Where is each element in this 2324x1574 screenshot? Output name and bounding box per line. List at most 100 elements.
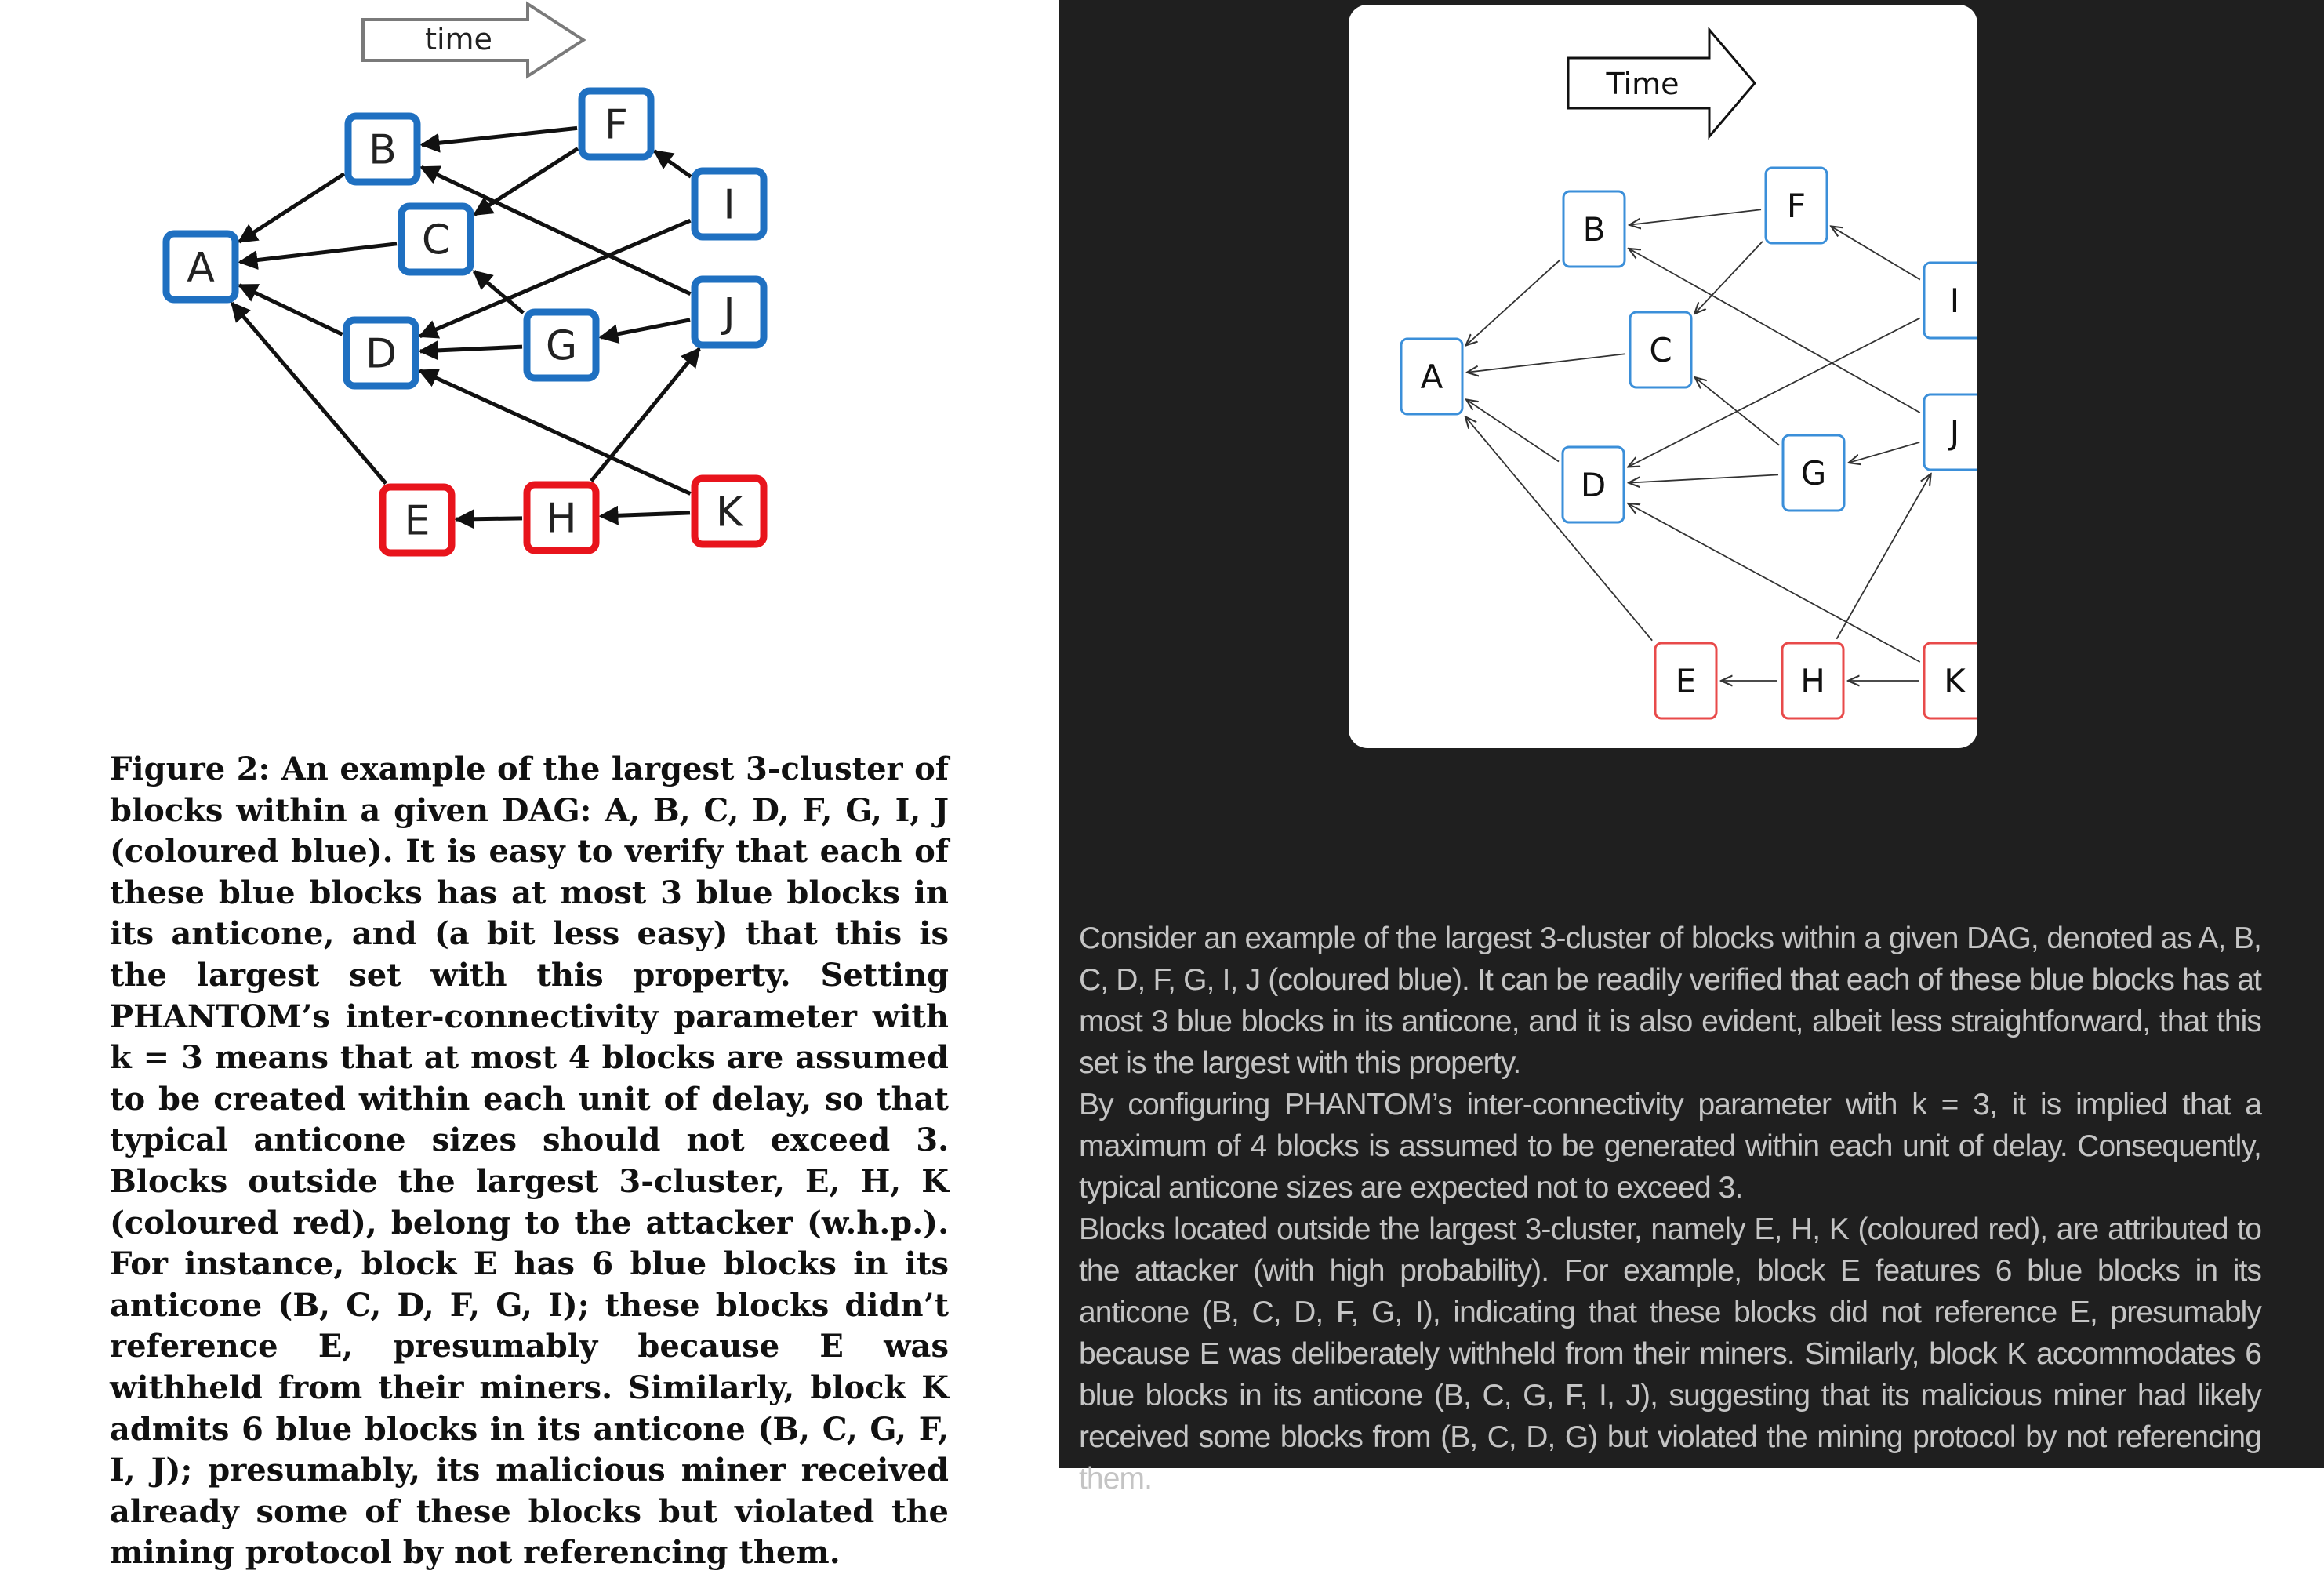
block-i-box (691, 167, 768, 241)
block-a: A (1400, 337, 1464, 416)
block-e: E (379, 483, 456, 557)
edge-h-to-j (1836, 474, 1930, 640)
time-label: Time (1606, 67, 1679, 101)
block-c-label: C (1649, 331, 1672, 369)
block-g-label: G (546, 323, 577, 370)
edge-j-to-b (1629, 249, 1921, 413)
edge-f-to-b (419, 125, 578, 153)
block-i: I (1923, 261, 1977, 340)
explanation-paragraph: By configuring PHANTOM’s inter-connectiv… (1079, 1088, 2262, 1205)
time-arrow (361, 1, 586, 79)
block-k: K (1923, 642, 1977, 720)
block-d-box (343, 316, 419, 390)
block-b-label: B (369, 127, 397, 174)
block-e-box (379, 483, 456, 557)
block-d-label: D (1581, 466, 1606, 504)
block-e-box (1654, 642, 1718, 720)
block-b: B (344, 112, 421, 186)
block-f: F (578, 87, 655, 161)
block-g-box (1781, 434, 1846, 512)
edge-b-to-a (237, 172, 346, 244)
edge-h-to-e (454, 509, 523, 529)
edge-c-to-a (238, 242, 398, 270)
block-j: J (691, 275, 768, 349)
edge-g-to-c (1695, 377, 1780, 446)
edge-i-to-d (418, 218, 692, 339)
edge-g-to-c (472, 270, 525, 314)
dag-nodes: A BC D E F G H I J K (162, 87, 768, 557)
edge-k-to-d (1628, 503, 1921, 663)
block-g-box (523, 308, 600, 382)
edge-f-to-b (1629, 209, 1762, 225)
edge-f-to-c (1694, 241, 1763, 314)
edge-e-to-a (230, 301, 388, 485)
edge-d-to-a (1466, 399, 1560, 463)
edge-b-to-a (1465, 259, 1561, 345)
block-b-box (344, 112, 421, 186)
explanation-paragraph: Consider an example of the largest 3-clu… (1079, 921, 2262, 1080)
explanation-text: Consider an example of the largest 3-clu… (1079, 918, 2262, 1499)
block-h-box (1781, 642, 1845, 720)
block-h: H (1781, 642, 1845, 720)
block-c: C (398, 202, 474, 276)
block-e: E (1654, 642, 1718, 720)
block-h-label: H (1800, 662, 1825, 700)
figure-caption: Figure 2: An example of the largest 3-cl… (110, 751, 949, 1572)
edge-j-to-g (1849, 442, 1920, 463)
block-a-label: A (1421, 358, 1443, 396)
block-f: F (1764, 166, 1828, 245)
block-j-label: J (721, 290, 735, 337)
block-b-box (1562, 190, 1626, 268)
block-c-box (398, 202, 474, 276)
block-k: K (691, 474, 768, 548)
block-d: D (343, 316, 419, 390)
edge-i-to-f (1831, 226, 1921, 281)
edge-f-to-c (472, 147, 579, 216)
block-g: G (1781, 434, 1846, 512)
block-k-label: K (1944, 662, 1966, 700)
block-h-box (523, 481, 600, 554)
block-i-box (1923, 261, 1977, 340)
edge-h-to-j (590, 347, 701, 482)
block-i-label: I (1950, 282, 1959, 320)
block-f-box (578, 87, 655, 161)
block-f-label: F (1787, 187, 1806, 225)
edge-j-to-b (419, 165, 692, 296)
block-f-box (1764, 166, 1828, 245)
block-h: H (523, 481, 600, 554)
time-arrow (1567, 26, 1756, 140)
block-i: I (691, 167, 768, 241)
block-a-label: A (187, 245, 215, 292)
block-c-label: C (422, 217, 450, 264)
block-h-label: H (546, 496, 576, 543)
block-j-box (1923, 393, 1977, 471)
block-e-label: E (405, 498, 430, 545)
block-d-box (1561, 445, 1625, 524)
block-g: G (523, 308, 600, 382)
block-b-label: B (1583, 210, 1606, 249)
edge-g-to-d (1629, 474, 1779, 482)
explanation-paragraph: Blocks located outside the largest 3-clu… (1079, 1212, 2262, 1496)
edge-i-to-d (1628, 317, 1921, 467)
block-f-label: F (605, 102, 628, 149)
edge-j-to-g (598, 318, 691, 344)
block-b: B (1562, 190, 1626, 268)
edge-e-to-a (1465, 416, 1653, 642)
block-c: C (1629, 311, 1693, 389)
block-a: A (162, 230, 239, 304)
edge-g-to-d (418, 340, 523, 361)
block-k-box (691, 474, 768, 548)
dag-edges (1465, 209, 1931, 681)
edge-k-to-d (418, 369, 692, 496)
block-a-box (1400, 337, 1464, 416)
edge-c-to-a (1467, 353, 1626, 373)
edge-d-to-a (238, 283, 343, 336)
block-d: D (1561, 445, 1625, 524)
block-d-label: D (365, 331, 397, 378)
dag-edges (230, 125, 701, 529)
